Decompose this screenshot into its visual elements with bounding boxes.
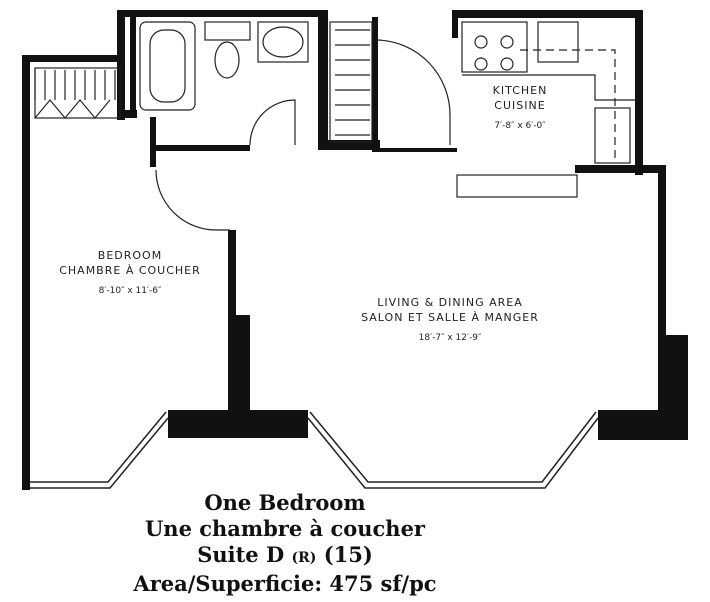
bedroom-name-en: BEDROOM: [97, 249, 163, 262]
kitchen-sink: [537, 21, 579, 63]
walls: [22, 10, 688, 490]
kitchen-door-swing: [377, 39, 451, 145]
title-en: One Bedroom: [204, 490, 366, 515]
fixtures: [34, 21, 635, 231]
plan-title: One Bedroom Une chambre à coucher Suite …: [0, 490, 570, 597]
counter: [456, 174, 578, 198]
bedroom-label: BEDROOM CHAMBRE À COUCHER 8′-10″ x 11′-6…: [40, 248, 220, 299]
bathtub: [139, 21, 196, 111]
living-dimensions: 18′-7″ x 12′-9″: [418, 333, 482, 343]
toilet: [214, 41, 240, 79]
fridge: [594, 107, 631, 164]
kitchen-label: KITCHEN CUISINE 7′-8″ x 6′-0″: [455, 83, 585, 134]
living-name-en: LIVING & DINING AREA: [377, 296, 523, 309]
toilet-tank: [204, 21, 251, 41]
living-label: LIVING & DINING AREA SALON ET SALLE À MA…: [330, 295, 570, 346]
suite-mark: (R): [291, 550, 317, 566]
bedroom-dimensions: 8′-10″ x 11′-6″: [98, 286, 162, 296]
suite-number: (15): [323, 542, 373, 567]
kitchen-name-en: KITCHEN: [492, 84, 548, 97]
bay-windows: [30, 411, 599, 489]
living-name-fr: SALON ET SALLE À MANGER: [361, 311, 539, 324]
sink: [262, 26, 304, 58]
bedroom-closet: [34, 67, 121, 119]
hall-closet: [329, 21, 373, 143]
suite-line: Suite D (R) (15): [0, 542, 570, 571]
title-fr: Une chambre à coucher: [144, 516, 425, 541]
bedroom-door-swing: [155, 169, 230, 231]
bath-door-swing: [249, 99, 296, 146]
kitchen-name-fr: CUISINE: [494, 99, 546, 112]
bedroom-name-fr: CHAMBRE À COUCHER: [59, 264, 201, 277]
area-text: Area/Superficie: 475 sf/pc: [133, 571, 437, 596]
suite-name: Suite D: [197, 542, 285, 567]
stove: [461, 21, 528, 73]
kitchen-dimensions: 7′-8″ x 6′-0″: [494, 121, 546, 131]
